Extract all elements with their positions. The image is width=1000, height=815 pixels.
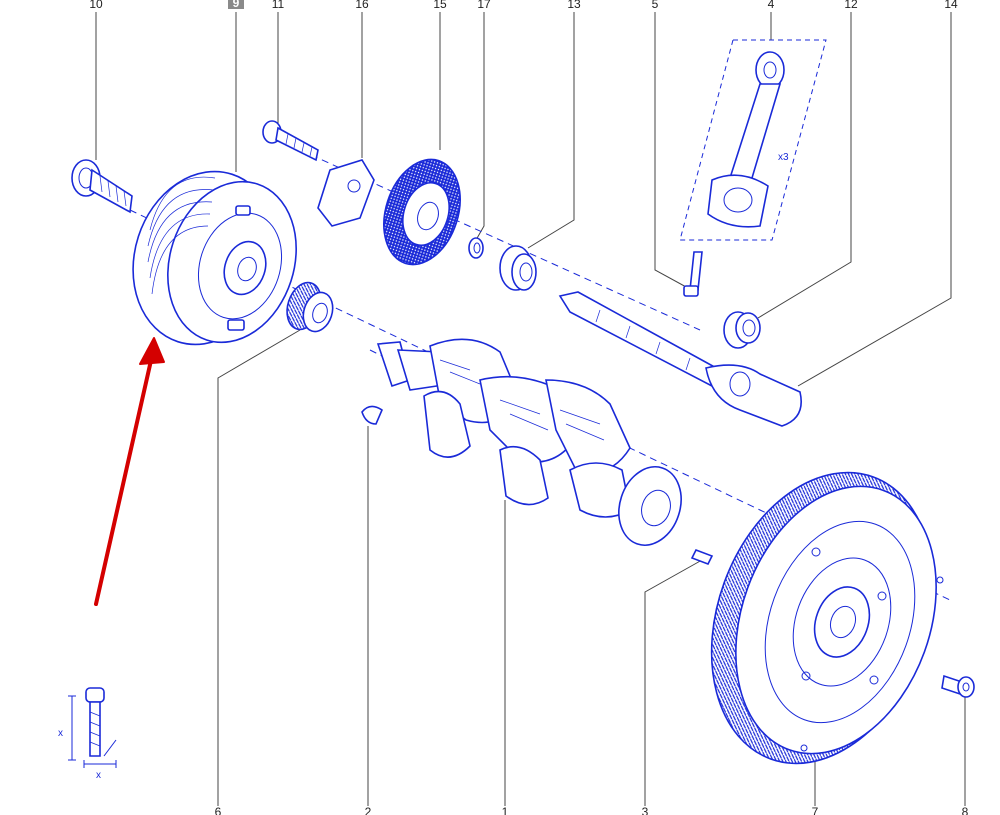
callout-15[interactable]: 15 [433,0,447,11]
dowel-pin-part[interactable] [690,548,714,566]
callout-11[interactable]: 11 [272,0,285,11]
gear-bolt-part[interactable] [262,120,319,162]
callout-17[interactable]: 17 [477,0,491,11]
callout-14[interactable]: 14 [944,0,958,11]
leader-lines [95,12,966,806]
crank-sprocket-part[interactable] [281,278,337,335]
pulley-bolt-part[interactable] [71,159,133,214]
callout-2[interactable]: 2 [365,805,372,815]
rod-bolt-part[interactable] [683,251,703,297]
bearing-part[interactable] [499,245,537,291]
leader-14 [797,12,952,387]
leader-6 [217,329,301,806]
callout-5[interactable]: 5 [652,0,659,11]
callout-7[interactable]: 7 [812,805,819,815]
callout-16[interactable]: 16 [355,0,369,11]
crankshaft-part[interactable] [376,338,691,553]
callout-13[interactable]: 13 [567,0,581,11]
callout-9[interactable]: 9 [233,0,240,10]
balance-shaft-part[interactable] [558,291,802,427]
callout-6[interactable]: 6 [215,805,222,815]
connecting-rod-quantity: x3 [778,152,789,163]
flywheel-part[interactable] [673,441,972,794]
connecting-rod-part[interactable]: x3 [679,39,827,241]
timing-gear-part[interactable] [371,150,473,275]
callout-8[interactable]: 8 [962,805,969,815]
callout-9-highlight[interactable]: 9 [228,0,244,10]
callout-4[interactable]: 4 [768,0,775,11]
inset-mark-horizontal: x [96,770,101,781]
washer-part[interactable] [468,237,484,259]
leader-17 [475,12,485,241]
crankshaft-pulley-part[interactable] [111,153,316,364]
callouts-top: 10 9 11 16 15 17 13 5 4 12 14 [89,0,958,11]
red-pointer-arrow [94,337,165,606]
leader-12 [757,12,852,319]
woodruff-key-part[interactable] [361,405,383,425]
leader-3 [644,559,703,806]
callouts-bottom: 6 2 1 3 7 8 [215,805,969,815]
spacer-part[interactable] [317,159,375,227]
callout-1[interactable]: 1 [502,805,509,815]
flywheel-bolt-part[interactable] [941,674,975,698]
leader-5 [654,12,689,289]
callout-10[interactable]: 10 [89,0,103,11]
callout-12[interactable]: 12 [844,0,858,11]
inset-mark-vertical: x [58,728,63,739]
pilot-bearing-part[interactable] [723,311,761,349]
callout-3[interactable]: 3 [642,805,649,815]
leader-13 [527,12,575,249]
bolt-length-inset: x x [58,687,117,781]
